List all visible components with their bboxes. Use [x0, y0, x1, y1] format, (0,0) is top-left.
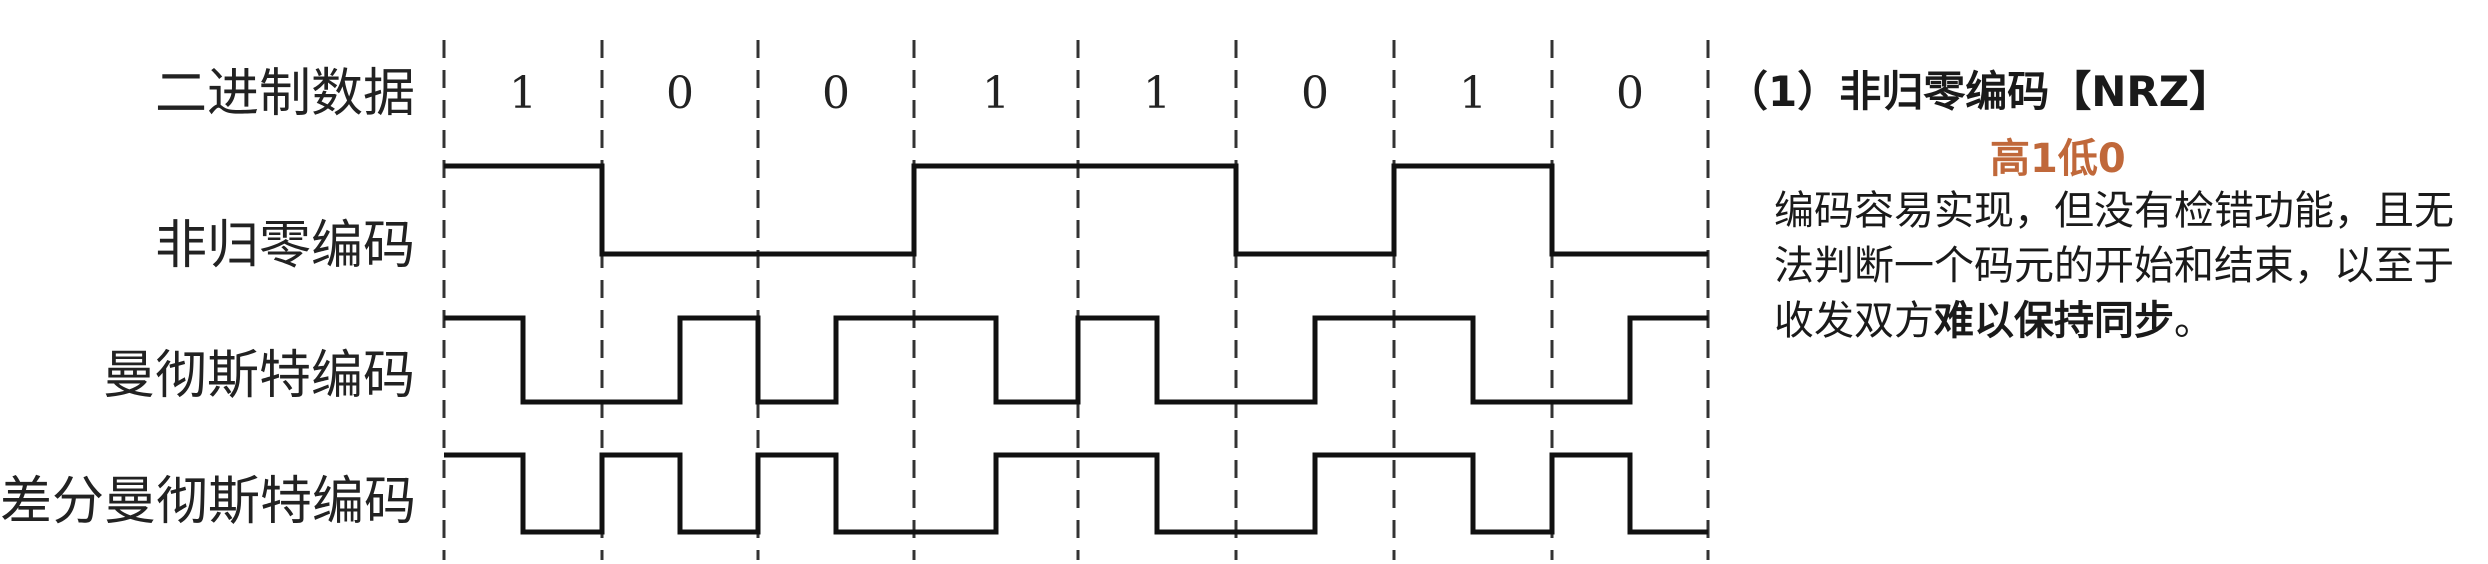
bit-3: 1	[982, 68, 1010, 119]
bit-5: 0	[1301, 68, 1329, 119]
description-end: 。	[2174, 298, 2214, 344]
panel-subtitle: 高1低0	[1990, 136, 2126, 182]
row-label-differential-manchester: 差分曼彻斯特编码	[0, 472, 417, 532]
panel-title: （1）非归零编码【NRZ】	[1726, 67, 2232, 116]
row-label-manchester: 曼彻斯特编码	[102, 346, 415, 406]
bit-7: 0	[1616, 68, 1644, 119]
bit-boundary-lines	[442, 40, 1710, 560]
row-label-nrz: 非归零编码	[154, 216, 415, 276]
description-bold-text: 难以保持同步	[1934, 298, 2174, 344]
bit-4: 1	[1143, 68, 1171, 119]
row-label-binary-data: 二进制数据	[154, 64, 415, 124]
manchester-waveform	[444, 315, 1708, 405]
bit-0: 1	[509, 68, 537, 119]
bit-2: 0	[822, 68, 850, 119]
panel-description: 编码容易实现，但没有检错功能，且无法判断一个码元的开始和结束，以至于收发双方难以…	[1774, 184, 2464, 349]
description-text: 编码容易实现，但没有检错功能，且无法判断一个码元的开始和结束，以至于收发双方	[1774, 188, 2454, 344]
nrz-waveform	[444, 163, 1708, 257]
bit-6: 1	[1459, 68, 1487, 119]
waveforms	[444, 163, 1708, 535]
explanation-panel: （1）非归零编码【NRZ】 高1低0 编码容易实现，但没有检错功能，且无法判断一…	[1726, 0, 2466, 564]
bit-1: 0	[666, 68, 694, 119]
differential-manchester-waveform	[444, 452, 1708, 535]
